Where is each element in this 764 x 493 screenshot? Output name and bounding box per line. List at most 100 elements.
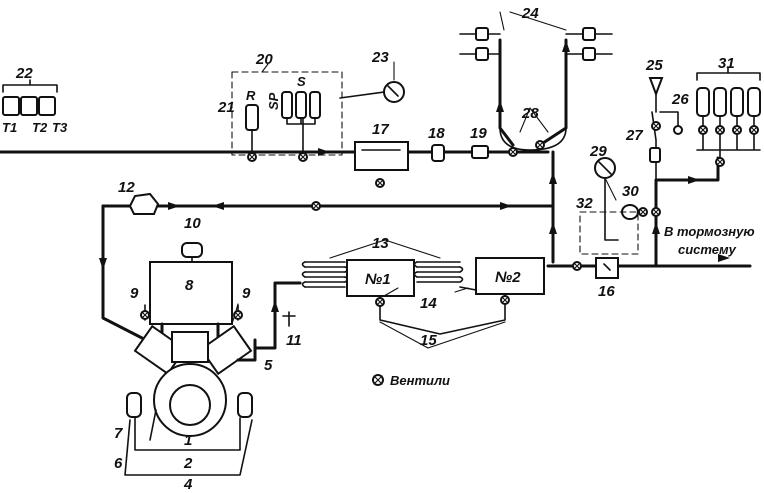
drain-15 bbox=[379, 293, 506, 335]
oil-filter-7-right bbox=[237, 392, 253, 418]
valve-symbol bbox=[715, 125, 725, 135]
discharge-line bbox=[253, 281, 302, 350]
tank-2 bbox=[475, 257, 545, 295]
callout-2: 2 bbox=[183, 455, 193, 472]
callout-10: 10 bbox=[184, 215, 201, 232]
valve-symbol bbox=[500, 295, 510, 305]
cylinder-center bbox=[171, 331, 209, 363]
arrow-tank-out bbox=[562, 40, 570, 52]
valve-31-b bbox=[713, 87, 727, 117]
valve-symbol bbox=[311, 201, 321, 211]
flow-arrows bbox=[99, 40, 730, 312]
weight-26 bbox=[673, 125, 683, 135]
callout-9-right: 9 bbox=[242, 285, 251, 302]
coil-13-left bbox=[301, 261, 349, 288]
callout-16: 16 bbox=[598, 283, 615, 300]
t3-label: T3 bbox=[52, 120, 68, 135]
device-19 bbox=[471, 145, 489, 159]
valve-bank-31 bbox=[696, 67, 761, 159]
t2-label: T2 bbox=[32, 120, 48, 135]
t-block-22 bbox=[2, 79, 58, 116]
valve-symbol bbox=[535, 140, 545, 150]
fitting-11 bbox=[282, 311, 296, 327]
arrow-right-31 bbox=[688, 176, 700, 184]
tank-2-label: №2 bbox=[495, 269, 521, 286]
separator-12 bbox=[128, 192, 160, 215]
legend-valves: Вентили bbox=[390, 373, 450, 388]
arrow-tank-in bbox=[496, 100, 504, 112]
device-17 bbox=[354, 141, 409, 171]
arrow-upward-discharge bbox=[271, 300, 279, 312]
valve-31-a bbox=[696, 87, 710, 117]
callout-27: 27 bbox=[625, 127, 643, 144]
arrow-left-drop bbox=[99, 258, 107, 270]
callout-8: 8 bbox=[185, 277, 194, 294]
callout-15: 15 bbox=[420, 332, 437, 349]
callout-5: 5 bbox=[264, 357, 273, 374]
callout-22: 22 bbox=[15, 65, 33, 82]
callout-6: 6 bbox=[114, 455, 123, 472]
control-box-20 bbox=[231, 71, 343, 156]
s-element-b bbox=[309, 91, 321, 119]
brace-2 bbox=[134, 417, 241, 451]
device-27 bbox=[649, 147, 661, 163]
callout-29: 29 bbox=[589, 143, 607, 160]
s-element-a bbox=[295, 91, 307, 119]
valve-symbol bbox=[247, 152, 257, 162]
crankshaft-1 bbox=[169, 384, 211, 426]
valve-31-d bbox=[747, 87, 761, 117]
sp-element bbox=[281, 91, 293, 119]
valve-symbol bbox=[140, 310, 150, 320]
valve-24-tr bbox=[582, 27, 596, 41]
callout-18: 18 bbox=[428, 125, 445, 142]
tank-24-bottom bbox=[499, 127, 567, 151]
lever-26 bbox=[659, 111, 679, 126]
s-label: S bbox=[297, 74, 306, 89]
bus-31 bbox=[696, 115, 761, 159]
valve-18 bbox=[431, 144, 445, 162]
valve-symbols bbox=[140, 121, 759, 386]
valve-symbol bbox=[372, 374, 384, 386]
tank-1 bbox=[346, 259, 415, 297]
tank-24-loop bbox=[498, 38, 568, 147]
inline-labels: №1 №2 R SP S T1 T2 T3 bbox=[2, 74, 521, 288]
valve-symbol bbox=[572, 261, 582, 271]
r-label: R bbox=[246, 88, 256, 103]
callout-9-left: 9 bbox=[130, 285, 139, 302]
valve-24-bl bbox=[475, 47, 489, 61]
valve-symbol bbox=[732, 125, 742, 135]
callout-32: 32 bbox=[576, 195, 593, 212]
arrow-right-return bbox=[500, 202, 512, 210]
oil-filter-7-left bbox=[126, 392, 142, 418]
valve-24-tl bbox=[475, 27, 489, 41]
valve-symbol bbox=[298, 152, 308, 162]
s-bus bbox=[286, 117, 316, 125]
callout-14: 14 bbox=[420, 295, 437, 312]
gauge-29-needle bbox=[598, 161, 612, 175]
callout-13: 13 bbox=[372, 235, 389, 252]
arrow-brake bbox=[718, 254, 730, 262]
valve-symbol bbox=[715, 157, 725, 167]
left-drop bbox=[101, 204, 144, 340]
coil-13-right bbox=[413, 261, 464, 283]
cooler-block-8 bbox=[149, 261, 233, 325]
valve-25 bbox=[648, 77, 664, 97]
arrow-t-line bbox=[318, 148, 330, 156]
callouts: 1 2 4 5 6 7 8 9 9 10 11 12 13 14 15 16 1… bbox=[15, 5, 735, 493]
control-box-20-frame bbox=[231, 71, 343, 156]
callout-30: 30 bbox=[622, 183, 639, 200]
gauge-23-line bbox=[339, 91, 385, 99]
callout-28: 28 bbox=[521, 105, 539, 122]
compressor-unit bbox=[124, 242, 296, 476]
valve-symbol bbox=[233, 310, 243, 320]
callout-7: 7 bbox=[114, 425, 123, 442]
brace-4 bbox=[124, 419, 253, 476]
callout-12: 12 bbox=[118, 179, 135, 196]
t2-box bbox=[20, 96, 38, 116]
valve-24-br bbox=[582, 47, 596, 61]
callout-21: 21 bbox=[217, 99, 235, 116]
brake-caption-line1: В тормозную bbox=[664, 224, 755, 239]
callout-31: 31 bbox=[718, 55, 735, 72]
callout-1: 1 bbox=[184, 432, 192, 449]
